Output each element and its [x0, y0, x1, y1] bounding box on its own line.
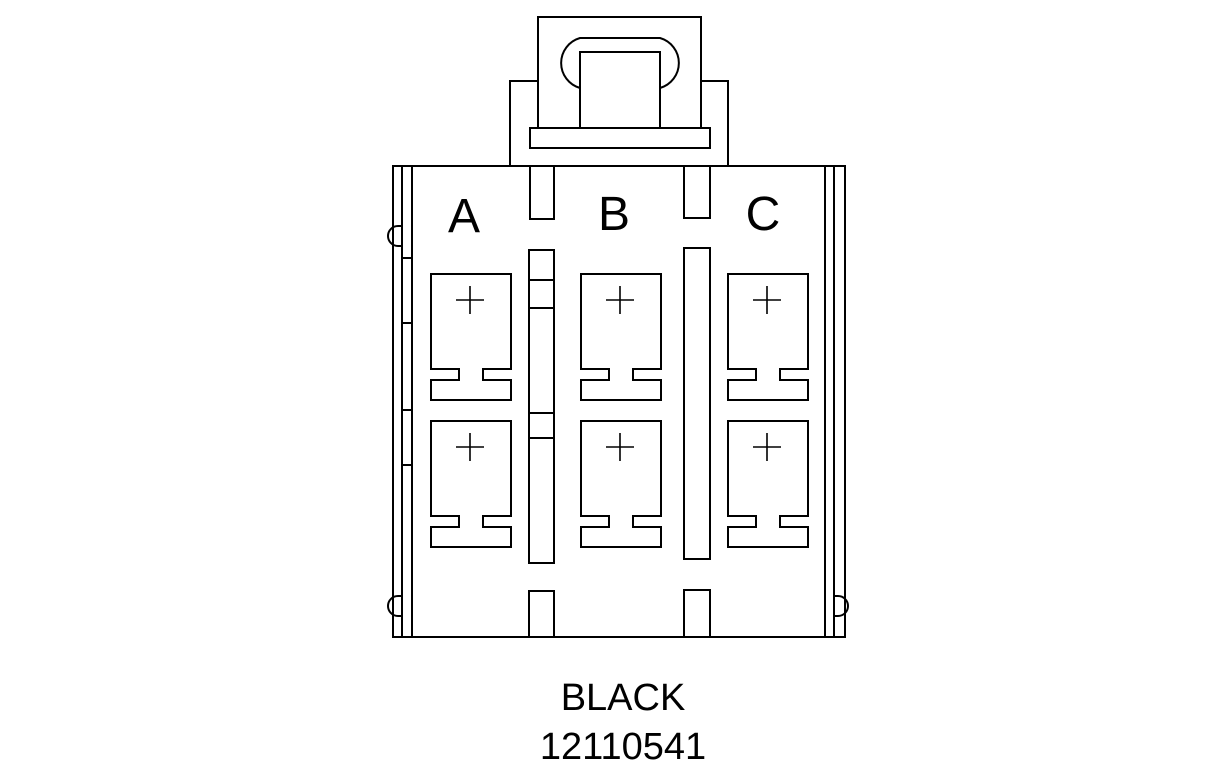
terminal-cavities [430, 273, 809, 548]
terminal-crosshair-r2-c3 [753, 433, 781, 461]
terminal-cavity-r1-c3 [727, 273, 809, 401]
connector-part-number: 12110541 [539, 726, 707, 768]
terminal-crosshair-r2-c2 [606, 433, 634, 461]
connector-body [387, 165, 849, 638]
cavity-label-c: C [745, 188, 781, 241]
separator-posts [528, 165, 711, 638]
terminal-crosshair-r1-c2 [606, 286, 634, 314]
terminal-cavity-r2-c2 [580, 420, 662, 548]
locking-tab [509, 16, 729, 167]
terminal-cavity-r2-c3 [727, 420, 809, 548]
terminal-crosshair-r1-c1 [456, 286, 484, 314]
terminal-cavity-r2-c1 [430, 420, 512, 548]
cavity-label-a: A [447, 190, 480, 243]
terminal-crosshair-r1-c3 [753, 286, 781, 314]
connector-color: BLACK [560, 677, 686, 719]
terminal-cavity-r1-c1 [430, 273, 512, 401]
terminal-crosshair-r2-c1 [456, 433, 484, 461]
terminal-cavity-r1-c2 [580, 273, 662, 401]
cavity-label-b: B [597, 188, 630, 241]
